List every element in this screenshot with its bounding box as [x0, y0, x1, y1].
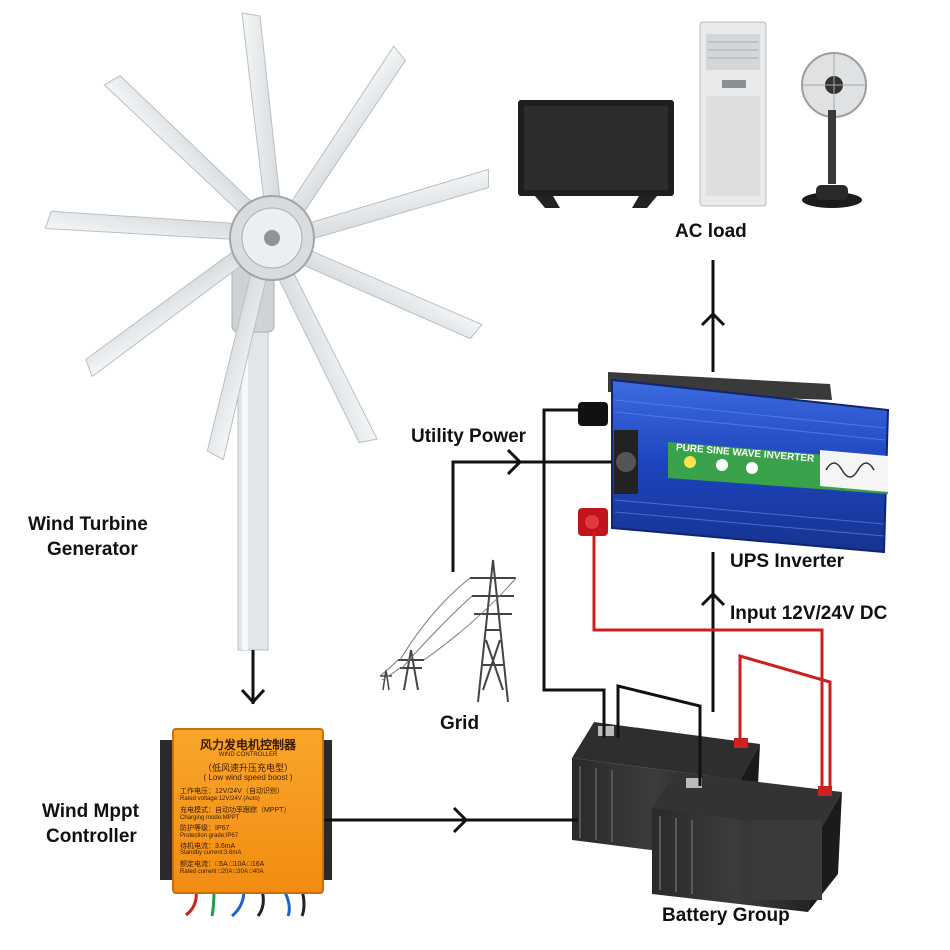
grid-tower-image — [379, 559, 517, 703]
label-ups-inverter: UPS Inverter — [730, 551, 845, 572]
controller-spec-7: 待机电流：3.6mA — [180, 843, 236, 850]
label-utility-power: Utility Power — [411, 426, 527, 447]
label-wind-turbine-line2: Generator — [47, 539, 138, 560]
wind-controller-image: 风力发电机控制器 WIND CONTROLLER （低风速升压充电型） ( Lo… — [172, 728, 324, 894]
ups-inverter-image — [578, 372, 890, 554]
arrow-to-battery — [452, 806, 469, 834]
controller-spec-6: Protection grade:IP67 — [180, 833, 239, 839]
label-battery-group: Battery Group — [662, 905, 790, 926]
controller-spec-1: 工作电压：12V/24V（自动识别） — [180, 788, 284, 795]
controller-subtitle: WIND CONTROLLER — [218, 752, 278, 758]
tv-image — [518, 100, 674, 208]
controller-spec-8: Standby current:3.6mA — [180, 850, 242, 856]
black-wiring — [251, 260, 715, 822]
arrow-to-controller — [240, 688, 266, 705]
label-controller-line1: Wind Mppt — [42, 801, 139, 822]
label-input-dc: Input 12V/24V DC — [730, 603, 888, 624]
air-conditioner-image — [699, 21, 767, 207]
red-wiring — [592, 532, 832, 790]
controller-title-cn: 风力发电机控制器 — [199, 738, 296, 752]
arrow-to-ac-load — [700, 311, 726, 327]
battery-group-image — [572, 722, 842, 912]
label-controller-line2: Controller — [46, 826, 137, 847]
controller-current-row-2: Rated current □20A □30A □40A — [180, 869, 264, 875]
controller-current-row-1: 额定电流：□5A □10A □16A — [180, 861, 265, 868]
controller-spec-2: Rated voltage:12V/24V (Auto) — [180, 796, 260, 802]
controller-boost-en: ( Low wind speed boost ) — [203, 773, 293, 782]
arrow-utility-power — [506, 448, 523, 476]
arrow-heads — [240, 311, 726, 834]
controller-boost-cn: （低风速升压充电型） — [202, 763, 293, 773]
label-grid: Grid — [440, 713, 480, 734]
controller-spec-5: 防护等级：IP67 — [180, 825, 230, 832]
label-ac-load: AC load — [675, 221, 747, 242]
arrow-to-inverter — [700, 591, 726, 607]
electric-fan-image — [801, 52, 867, 208]
controller-spec-4: Charging mode:MPPT — [180, 815, 240, 821]
wind-turbine-image — [44, 12, 490, 651]
label-wind-turbine-line1: Wind Turbine — [28, 514, 148, 535]
controller-spec-3: 充电模式：自动功率跟踪（MPPT） — [180, 807, 291, 814]
